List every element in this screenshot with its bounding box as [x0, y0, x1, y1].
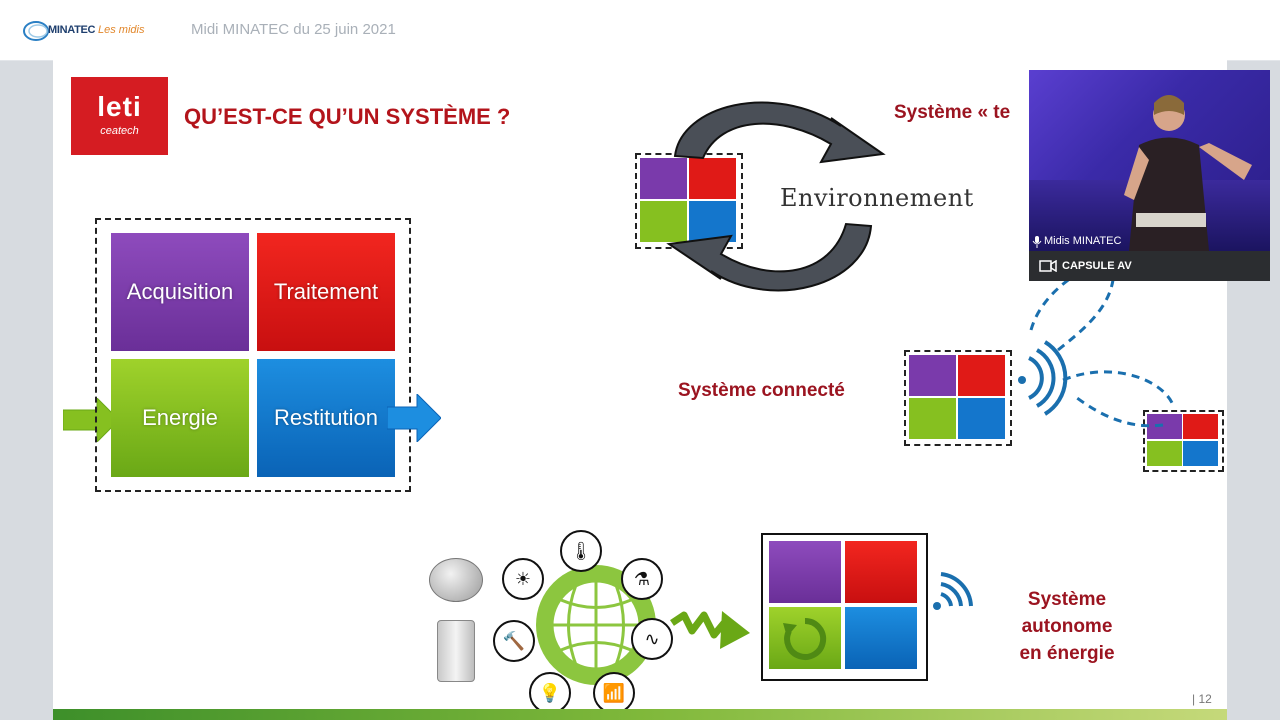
autonomous-system-box [761, 533, 928, 681]
sun-icon: ☀ [502, 558, 544, 600]
thermometer-icon: 🌡 [560, 530, 602, 572]
slide-footer-bar [53, 709, 1227, 720]
hammer-icon: 🔨 [493, 620, 535, 662]
logo-brand: MINATEC [48, 24, 96, 36]
globe-energy-icon [536, 565, 656, 685]
presentation-slide: leti ceatech QU’EST-CE QU’UN SYSTÈME ? A… [53, 60, 1227, 720]
video-source-bar[interactable]: CAPSULE AV [1029, 251, 1270, 281]
top-bar: MINATEC Les midis Midi MINATEC du 25 jui… [0, 0, 1280, 61]
speaker-video-feed: Midis MINATEC [1029, 70, 1270, 251]
environment-label: Environnement [780, 184, 974, 212]
leti-logo: leti ceatech [71, 77, 168, 155]
speaker-name-label: Midis MINATEC [1044, 235, 1122, 247]
systeme-autonome-label: Système autonome en énergie [987, 586, 1147, 667]
system-diagram: Acquisition Traitement Energie Restituti… [95, 218, 411, 492]
systeme-autonome-line2: en énergie [1019, 643, 1115, 664]
wireless-signal-icon [933, 572, 973, 610]
coin-battery-icon [429, 558, 483, 602]
speaker-figure [1124, 95, 1252, 251]
flask-icon: ⚗ [621, 558, 663, 600]
speaker-video-panel[interactable]: Midis MINATEC CAPSULE AV [1029, 70, 1270, 281]
block-restitution: Restitution [257, 359, 395, 477]
antenna-icon: 📶 [593, 672, 635, 714]
systeme-autonome-line1: Système autonome [1021, 589, 1113, 637]
wavy-arrow-icon [670, 611, 750, 649]
camera-icon [1039, 260, 1057, 272]
recycle-icon [783, 617, 827, 660]
minatec-logo-swirl [23, 21, 49, 41]
page-number: | 12 [1192, 692, 1212, 706]
vibration-icon: ∿ [631, 618, 673, 660]
cycle-arrows-icon [666, 101, 886, 292]
systeme-temps-label: Système « te [894, 102, 1011, 123]
event-title: Midi MINATEC du 25 juin 2021 [191, 21, 396, 38]
pouch-battery-icon [437, 620, 475, 682]
output-arrow-icon [387, 394, 441, 442]
mini-system-connected [904, 350, 1012, 446]
logo-sub: Les midis [98, 24, 145, 36]
video-source-label: CAPSULE AV [1062, 260, 1132, 272]
block-energie: Energie [111, 359, 249, 477]
leti-logo-word: leti [97, 91, 142, 122]
leti-logo-sub: ceatech [100, 125, 139, 137]
block-traitement: Traitement [257, 233, 395, 351]
input-arrow-icon [63, 398, 119, 442]
mini-system-remote [1143, 410, 1224, 472]
microphone-icon [1032, 236, 1042, 248]
lightbulb-icon: 💡 [529, 672, 571, 714]
slide-title: QU’EST-CE QU’UN SYSTÈME ? [184, 104, 511, 129]
minatec-logo: MINATEC Les midis [22, 16, 152, 46]
wireless-links-icon [1018, 268, 1175, 428]
block-acquisition: Acquisition [111, 233, 249, 351]
systeme-connecte-label: Système connecté [678, 380, 845, 401]
